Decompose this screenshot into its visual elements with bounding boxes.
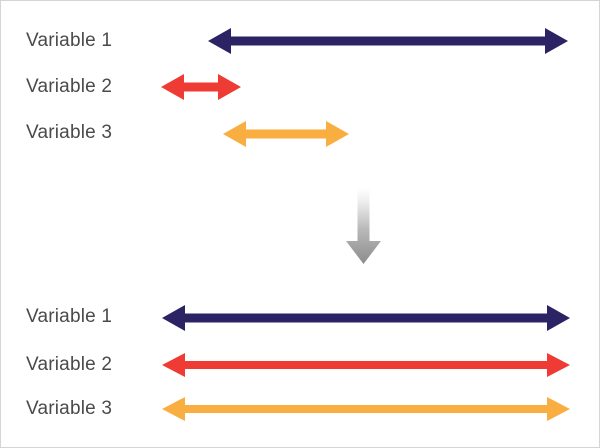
double-headed-arrow-navy [208,28,568,54]
down-arrow-icon [346,188,381,264]
double-headed-arrow-red [162,353,570,377]
double-headed-arrow-red [161,74,241,100]
top-row-2-label: Variable 2 [26,76,113,97]
double-headed-arrow-orange [162,397,570,421]
bottom-row-2-arrow [162,353,570,377]
bottom-row-3-arrow [162,397,570,421]
top-row-2-arrow [161,74,241,100]
transition-down-arrow [346,188,381,264]
double-headed-arrow-orange [223,121,349,147]
top-row-1-arrow [208,28,568,54]
bottom-row-3-label: Variable 3 [26,398,113,419]
bottom-row-2-label: Variable 2 [26,354,113,375]
top-row-3-arrow [223,121,349,147]
top-row-1-label: Variable 1 [26,30,113,51]
double-headed-arrow-navy [162,305,570,331]
top-row-3-label: Variable 3 [26,122,113,143]
bottom-row-1-arrow [162,305,570,331]
bottom-row-1-label: Variable 1 [26,306,113,327]
